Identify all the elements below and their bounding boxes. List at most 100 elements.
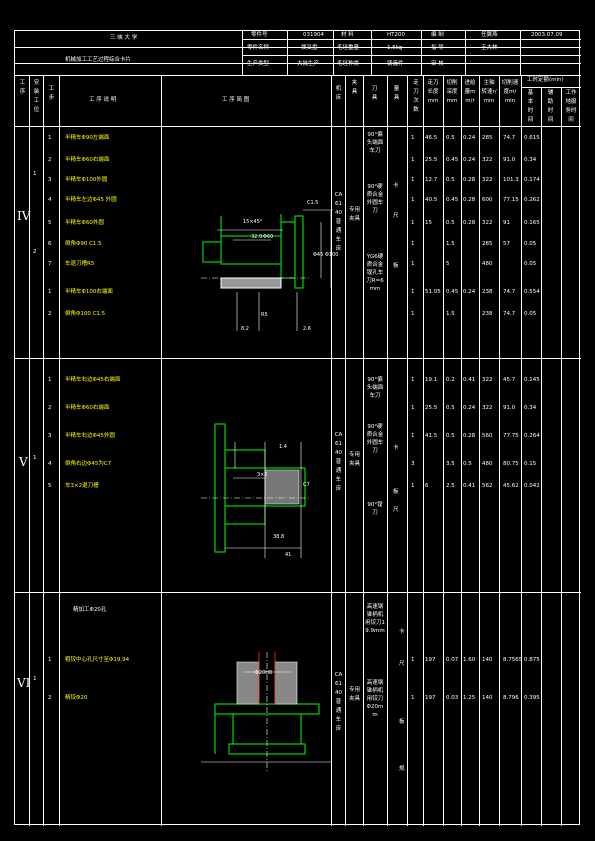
step-depth: 0.5: [446, 433, 455, 439]
sketch-iv-chamfer: 15×45°: [243, 219, 263, 225]
step-feed: 1.25: [463, 695, 476, 701]
col-cutting-speed: 切削速度m/min: [501, 80, 519, 104]
section-vi-gauge-3: 板: [399, 719, 405, 725]
step-len: 12.7: [425, 177, 438, 183]
step-time: 0.05: [524, 241, 537, 247]
step-desc: 半精车Φ60外圆: [65, 220, 104, 226]
step-speed: 238: [482, 289, 493, 295]
col-service-time: 工作地服务时间: [565, 90, 577, 123]
step-vc: 74.7: [503, 135, 516, 141]
step-speed: 238: [482, 311, 493, 317]
step-feed: 0.28: [463, 197, 476, 203]
col-step: 工步: [48, 86, 55, 101]
part-name: 拨叉盘: [301, 45, 318, 51]
part-no-label: 零件号: [251, 32, 268, 38]
col-length: 走刀长度mm: [427, 80, 439, 104]
step-depth: 0.2: [446, 377, 455, 383]
step-no: 7: [48, 261, 52, 267]
step-passes: 1: [411, 135, 415, 141]
step-vc: 8.7565: [503, 657, 523, 663]
step-depth: 3.5: [446, 461, 455, 467]
step-feed: 0.41: [463, 483, 476, 489]
step-depth: 0.5: [446, 177, 455, 183]
section-iv-gauge-2: 尺: [393, 213, 399, 219]
step-no: 3: [48, 433, 52, 439]
card-title: 机械加工工艺过程综合卡片: [65, 57, 132, 63]
section-iv-install-2: 2: [33, 249, 37, 255]
blank-type-label: 毛坯种类: [337, 61, 360, 67]
step-desc: 粗铰中心孔尺寸至Φ19.94: [65, 657, 130, 663]
step-len: 41.5: [425, 433, 438, 439]
section-v-tool-1: 90°偏头端面车刀: [366, 377, 384, 399]
step-desc: 半精车右边Φ45外圆: [65, 433, 115, 439]
step-feed: 0.28: [463, 433, 476, 439]
production-type: 大批生产: [297, 61, 320, 67]
step-desc: 半精车右边Φ45右端面: [65, 377, 121, 383]
step-feed: 1.60: [463, 657, 476, 663]
step-depth: 2.5: [446, 483, 455, 489]
section-vi-tool-2: 高速钢锥柄机用铰刀Φ20mm: [366, 680, 384, 718]
step-speed: 480: [482, 261, 493, 267]
step-no: 1: [48, 657, 52, 663]
section-vi-fixture: 专用夹具: [349, 687, 361, 702]
step-speed: 285: [482, 135, 493, 141]
step-feed: 0.24: [463, 135, 476, 141]
step-depth: 0.07: [446, 657, 459, 663]
blank-type: 铸造件: [387, 61, 404, 67]
step-desc: 半精车Φ100右端面: [65, 289, 113, 295]
step-len: 6: [425, 483, 429, 489]
reviewed-label: 指 导: [431, 45, 444, 51]
step-vc: 91.0: [503, 405, 516, 411]
step-passes: 1: [411, 261, 415, 267]
section-iv-fixture: 专用夹具: [349, 207, 361, 222]
section-v-tool-2: 90°硬质合金外圆车刀: [366, 424, 384, 454]
step-depth: 1.5: [446, 311, 455, 317]
step-passes: 1: [411, 695, 415, 701]
section-v-gauge-2: 板: [393, 489, 399, 495]
step-speed: 140: [482, 695, 493, 701]
production-label: 生产类型: [247, 61, 270, 67]
step-time: 0.34: [524, 405, 537, 411]
step-depth: 1.5: [446, 241, 455, 247]
section-v-label: V: [19, 455, 28, 469]
section-vi-label: VI: [17, 676, 31, 690]
col-process: 工序: [19, 80, 26, 95]
drawn-label: 编 制: [431, 32, 444, 38]
sketch-iv-d2: Φ60: [263, 234, 273, 240]
step-depth: 5: [446, 261, 450, 267]
step-vc: 57: [503, 241, 510, 247]
section-vi-gauge-4: 规: [399, 766, 405, 772]
section-v-install: 1: [33, 455, 37, 461]
step-desc: 半精车Φ60右端面: [65, 157, 110, 163]
step-time: 0.554: [524, 289, 540, 295]
step-feed: 0.28: [463, 220, 476, 226]
section-v-machine: CA6140普通车床: [334, 432, 343, 492]
step-len: 15: [425, 220, 432, 226]
step-time: 0.05: [524, 311, 537, 317]
step-speed: 322: [482, 377, 493, 383]
step-time: 0.34: [524, 157, 537, 163]
col-sketch: 工 序 简 图: [222, 97, 250, 103]
section-iv-tool-1: 90°偏头端面车刀: [366, 132, 384, 154]
section-vi-pre-text: 精加工Φ20孔: [73, 607, 107, 613]
step-passes: 1: [411, 657, 415, 663]
section-iv-gauge-1: 卡: [393, 183, 399, 189]
step-desc: 车3×2退刀槽: [65, 483, 99, 489]
step-speed: 285: [482, 241, 493, 247]
sketch-iv: 15×45° C1.5 32.9 Φ60 Φ100 Φ45 8.2 R5 2.6: [201, 200, 338, 332]
col-fixture: 夹具: [351, 80, 358, 95]
step-speed: 560: [482, 433, 493, 439]
section-iv-gauge-3: 板: [393, 263, 399, 269]
section-iv-tool-2: 90°硬质合金外圆车刀: [366, 184, 384, 214]
step-no: 4: [48, 461, 52, 467]
step-time: 0.145: [524, 377, 540, 383]
step-passes: 1: [411, 377, 415, 383]
step-no: 1: [48, 377, 52, 383]
blank-weight-label: 毛坯重量: [337, 45, 360, 51]
col-tool: 刀具: [371, 86, 378, 101]
step-passes: 1: [411, 405, 415, 411]
step-len: 25.5: [425, 157, 438, 163]
reviewed-by: 王大林: [481, 45, 498, 51]
step-speed: 600: [482, 197, 493, 203]
step-speed: 322: [482, 177, 493, 183]
